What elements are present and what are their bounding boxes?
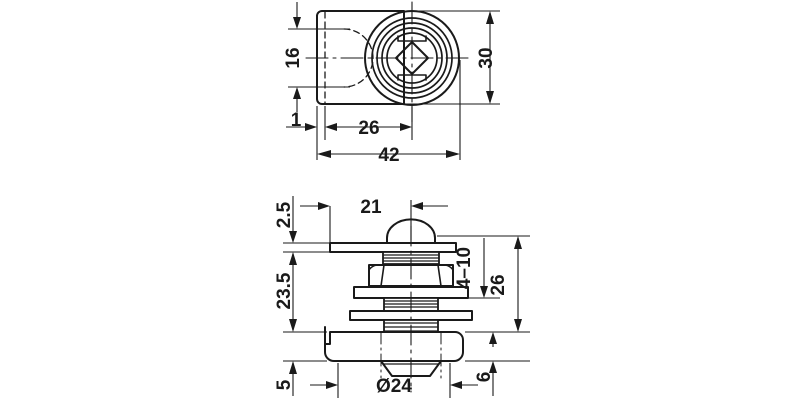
arrow-30-top (486, 11, 494, 24)
arrow-5 (289, 361, 297, 374)
arrow-dia-right (450, 381, 462, 389)
arrow-2-5 (289, 231, 297, 243)
cam-plate (324, 326, 464, 362)
arrow-26-right (400, 123, 412, 131)
side-view-dimensions (283, 196, 530, 398)
arrow-16-top (293, 17, 301, 29)
arrow-23-5-bottom (289, 319, 297, 332)
dim-label-16: 16 (283, 47, 304, 68)
dim-label-1: 1 (291, 110, 302, 131)
housing-outline (316, 10, 405, 105)
dim-label-23-5: 23.5 (274, 272, 295, 309)
arrow-26b-top (514, 236, 522, 249)
arrow-23-5-top (289, 252, 297, 265)
mounting-plate (329, 242, 457, 253)
hex-facet-left (380, 264, 385, 287)
hex-chamfer-right (440, 264, 454, 271)
front-view (305, 1, 473, 123)
arrow-21-left (318, 202, 330, 210)
dim-label-2-5: 2.5 (274, 201, 295, 228)
side-section-view (324, 218, 473, 393)
dim-label-26b: 26 (488, 274, 509, 295)
front-view-dimensions (286, 2, 500, 160)
arrow-30-bottom (486, 91, 494, 104)
dim-label-5: 5 (274, 379, 295, 390)
dim-label-dia24: Ø24 (376, 376, 412, 397)
dim-label-42: 42 (378, 145, 399, 166)
arrow-42-right (446, 150, 460, 158)
arrow-26b-bottom (514, 319, 522, 332)
arrow-dia-left (326, 381, 338, 389)
dim-label-21: 21 (360, 197, 382, 218)
arrow-6-bottom (489, 361, 497, 373)
arrow-16-bottom (293, 87, 301, 99)
arrow-6-top (489, 332, 497, 344)
dim-label-6: 6 (474, 372, 495, 383)
hex-chamfer-left (368, 264, 382, 271)
arrow-1 (305, 123, 317, 131)
hex-facet-right (437, 264, 442, 287)
dim-label-4-10: 4–10 (454, 247, 475, 289)
arrow-21-right (411, 202, 423, 210)
dim-label-26: 26 (358, 118, 379, 139)
arrow-26-left (325, 123, 337, 131)
arrow-42-left (317, 150, 331, 158)
dim-label-30: 30 (476, 47, 497, 68)
arrow-4-10 (480, 286, 488, 298)
hidden-boss-arc (343, 28, 374, 88)
